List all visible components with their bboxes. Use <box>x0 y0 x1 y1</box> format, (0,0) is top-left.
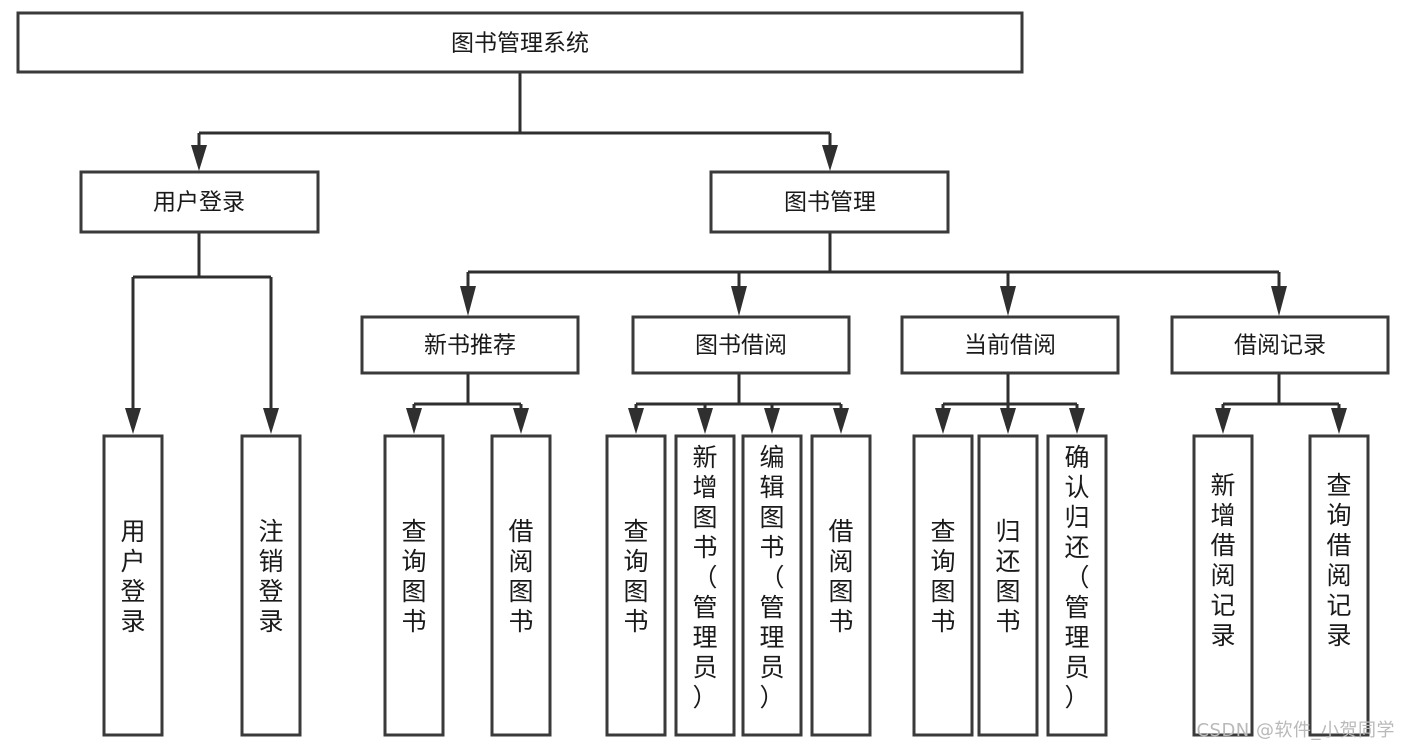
node-leaf-rec-borrow-label: 借阅图书 <box>508 517 533 636</box>
node-user-login-box[interactable] <box>79 170 320 234</box>
node-leaf-cb-query-label: 查询图书 <box>930 517 955 636</box>
node-leaf-user-login[interactable]: 用户登录 <box>102 434 164 737</box>
node-leaf-logout[interactable]: 注销登录 <box>240 434 302 737</box>
node-book-manage[interactable]: 图书管理 <box>709 170 950 234</box>
node-leaf-bb-borrow[interactable]: 借阅图书 <box>810 434 872 737</box>
node-book-borrow-box[interactable] <box>631 315 851 375</box>
node-leaf-bb-borrow-box[interactable] <box>810 434 872 737</box>
node-leaf-br-add-box[interactable] <box>1192 434 1254 737</box>
arrow-root-to-user-login <box>191 145 207 171</box>
node-leaf-bb-add-box[interactable] <box>674 434 736 737</box>
node-book-manage-label: 图书管理 <box>784 190 876 216</box>
node-leaf-rec-query-box[interactable] <box>383 434 445 737</box>
node-new-book-rec-label: 新书推荐 <box>424 333 516 359</box>
node-leaf-bb-edit[interactable]: 编辑图书（管理员） <box>741 434 803 737</box>
node-current-borrow-label: 当前借阅 <box>964 333 1056 359</box>
node-leaf-bb-add-label: 新增图书（管理员） <box>692 443 717 712</box>
node-root-label: 图书管理系统 <box>451 31 589 57</box>
node-leaf-cb-confirm-box[interactable] <box>1046 434 1108 737</box>
node-borrow-record[interactable]: 借阅记录 <box>1170 315 1390 375</box>
node-leaf-br-query-label: 查询借阅记录 <box>1326 471 1351 650</box>
arrow-to-leaf-rec-borrow <box>513 408 529 434</box>
node-root-box[interactable] <box>16 11 1024 74</box>
node-current-borrow[interactable]: 当前借阅 <box>900 315 1120 375</box>
arrow-to-leaf-logout <box>263 408 279 434</box>
node-leaf-br-add-label: 新增借阅记录 <box>1210 471 1235 650</box>
arrow-to-leaf-cb-return <box>1000 408 1016 434</box>
arrow-to-leaf-rec-query <box>406 408 422 434</box>
node-current-borrow-box[interactable] <box>900 315 1120 375</box>
node-leaf-rec-query-label: 查询图书 <box>401 517 426 636</box>
node-leaf-user-login-box[interactable] <box>102 434 164 737</box>
node-leaf-cb-return[interactable]: 归还图书 <box>977 434 1039 737</box>
node-leaf-logout-box[interactable] <box>240 434 302 737</box>
arrow-to-current-borrow <box>1000 286 1016 316</box>
node-book-borrow-label: 图书借阅 <box>695 333 787 359</box>
node-leaf-cb-return-label: 归还图书 <box>995 517 1020 636</box>
node-leaf-bb-add[interactable]: 新增图书（管理员） <box>674 434 736 737</box>
node-leaf-rec-borrow-box[interactable] <box>490 434 552 737</box>
arrow-to-leaf-cb-confirm <box>1069 408 1085 434</box>
node-leaf-user-login-label: 用户登录 <box>120 517 145 636</box>
node-leaf-bb-borrow-label: 借阅图书 <box>828 517 853 636</box>
arrow-to-borrow-record <box>1271 286 1287 316</box>
node-leaf-br-add[interactable]: 新增借阅记录 <box>1192 434 1254 737</box>
node-leaf-rec-borrow[interactable]: 借阅图书 <box>490 434 552 737</box>
node-leaf-bb-query-label: 查询图书 <box>623 517 648 636</box>
node-leaf-br-query-box[interactable] <box>1308 434 1370 737</box>
arrow-to-leaf-bb-add <box>697 408 713 434</box>
node-user-login-label: 用户登录 <box>153 190 245 216</box>
node-leaf-br-query[interactable]: 查询借阅记录 <box>1308 434 1370 737</box>
connector-layer <box>125 72 1347 434</box>
node-leaf-bb-edit-box[interactable] <box>741 434 803 737</box>
node-new-book-rec-box[interactable] <box>360 315 580 375</box>
node-leaf-rec-query[interactable]: 查询图书 <box>383 434 445 737</box>
node-leaf-bb-query-box[interactable] <box>605 434 667 737</box>
arrow-to-book-borrow <box>731 286 747 316</box>
node-book-manage-box[interactable] <box>709 170 950 234</box>
node-book-borrow[interactable]: 图书借阅 <box>631 315 851 375</box>
node-borrow-record-label: 借阅记录 <box>1234 333 1326 359</box>
arrow-to-new-book-rec <box>460 286 476 316</box>
arrow-to-leaf-br-query <box>1331 408 1347 434</box>
node-leaf-cb-confirm[interactable]: 确认归还（管理员） <box>1046 434 1108 737</box>
node-leaf-bb-query[interactable]: 查询图书 <box>605 434 667 737</box>
node-leaf-cb-query[interactable]: 查询图书 <box>912 434 974 737</box>
node-leaf-bb-edit-label: 编辑图书（管理员） <box>759 443 784 712</box>
arrow-to-leaf-cb-query <box>935 408 951 434</box>
arrow-to-leaf-bb-query <box>628 408 644 434</box>
node-root[interactable]: 图书管理系统 <box>16 11 1024 74</box>
node-user-login[interactable]: 用户登录 <box>79 170 320 234</box>
node-leaf-logout-label: 注销登录 <box>258 517 283 636</box>
node-leaf-cb-return-box[interactable] <box>977 434 1039 737</box>
node-borrow-record-box[interactable] <box>1170 315 1390 375</box>
node-leaf-cb-confirm-label: 确认归还（管理员） <box>1064 443 1089 712</box>
arrow-root-to-book-manage <box>822 145 838 171</box>
arrow-to-leaf-user-login <box>125 408 141 434</box>
node-leaf-cb-query-box[interactable] <box>912 434 974 737</box>
arrow-to-leaf-bb-edit <box>764 408 780 434</box>
arrow-to-leaf-bb-borrow <box>833 408 849 434</box>
arrow-to-leaf-br-add <box>1215 408 1231 434</box>
node-new-book-rec[interactable]: 新书推荐 <box>360 315 580 375</box>
